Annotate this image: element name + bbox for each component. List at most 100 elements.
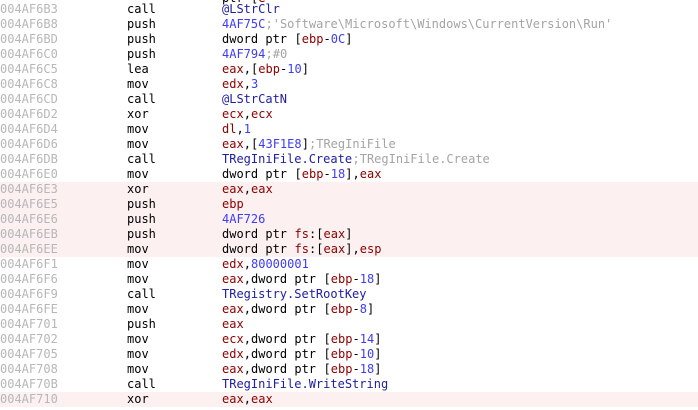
operand-token: :[: [309, 227, 324, 241]
instruction-mnemonic: mov: [127, 302, 149, 316]
instruction-address: 004AF6C8: [0, 77, 58, 91]
operand-token: 0C: [330, 32, 346, 46]
instruction-address: 004AF710: [0, 392, 58, 406]
instruction-address: 004AF6F6: [0, 272, 58, 286]
operand-token: ,: [243, 257, 251, 271]
instruction-mnemonic: push: [127, 197, 156, 211]
operand-token: TRegIniFile.WriteString: [222, 377, 389, 391]
instruction-address: 004AF6EE: [0, 242, 58, 256]
operand-token: 80000001: [251, 257, 309, 271]
operand-token: ecx: [222, 332, 244, 346]
operand-token: fs: [294, 227, 309, 241]
operand-token: eax: [222, 392, 244, 406]
operand-token: 18: [359, 272, 375, 286]
operand-token: ],: [345, 242, 360, 256]
operand-token: dword ptr: [251, 332, 324, 346]
instruction-mnemonic: mov: [127, 167, 149, 181]
instruction-address: 004AF6C5: [0, 62, 58, 76]
operand-token: 3: [251, 77, 259, 91]
instruction-mnemonic: push: [127, 227, 156, 241]
operand-token: -: [352, 272, 360, 286]
operand-token: eax: [323, 242, 346, 256]
operand-token: eax: [222, 272, 244, 286]
operand-token: ,[: [243, 62, 259, 76]
operand-token: -: [352, 362, 360, 376]
operand-token: edx: [222, 347, 244, 361]
instruction-address: 004AF708: [0, 362, 58, 376]
operand-token: eax: [222, 62, 244, 76]
operand-token: 4AF794: [222, 47, 266, 61]
operand-token: ,: [243, 107, 251, 121]
operand-token: eax: [222, 137, 244, 151]
instruction-address: 004AF6E5: [0, 197, 58, 211]
instruction-address: 004AF6B3: [0, 2, 58, 16]
operand-token: 8: [359, 302, 367, 316]
operand-token: [: [294, 167, 302, 181]
operand-token: 1: [243, 122, 251, 136]
operand-token: esp: [359, 242, 382, 256]
operand-token: ,: [243, 392, 251, 406]
instruction-mnemonic: xor: [127, 392, 149, 406]
operand-token: ,: [243, 362, 251, 376]
operand-token: dword ptr: [222, 167, 295, 181]
operand-token: ebp: [301, 32, 324, 46]
operand-token: 10: [359, 347, 375, 361]
operand-token: -: [323, 32, 331, 46]
operand-token: ,: [243, 347, 251, 361]
operand-token: 18: [359, 362, 375, 376]
operand-token: @LStrClr: [222, 2, 280, 16]
instruction-mnemonic: mov: [127, 137, 149, 151]
operand-token: edx: [222, 77, 244, 91]
operand-token: dword ptr: [222, 32, 295, 46]
instruction-mnemonic: mov: [127, 242, 149, 256]
instruction-row[interactable]: 004AF6D4 mov dl,1: [0, 122, 698, 137]
operand-token: ]: [374, 347, 382, 361]
operand-token: 14: [359, 332, 375, 346]
operand-token: ,: [236, 122, 244, 136]
instruction-mnemonic: mov: [127, 122, 149, 136]
operand-token: dl: [222, 122, 237, 136]
operand-token: ]: [367, 302, 375, 316]
operand-token: ],: [345, 167, 360, 181]
operand-token: ,: [243, 302, 251, 316]
operand-token: eax: [359, 167, 382, 181]
operand-token: [: [323, 302, 331, 316]
operand-token: eax: [222, 302, 244, 316]
operand-token: [: [323, 347, 331, 361]
instruction-mnemonic: xor: [127, 182, 149, 196]
operand-token: ebp: [330, 332, 353, 346]
operand-token: -: [352, 332, 360, 346]
instruction-address: 004AF6D2: [0, 107, 58, 121]
instruction-address: 004AF6D4: [0, 122, 58, 136]
operand-token: eax: [222, 182, 244, 196]
operand-token: dword ptr: [222, 242, 295, 256]
instruction-mnemonic: call: [127, 377, 156, 391]
